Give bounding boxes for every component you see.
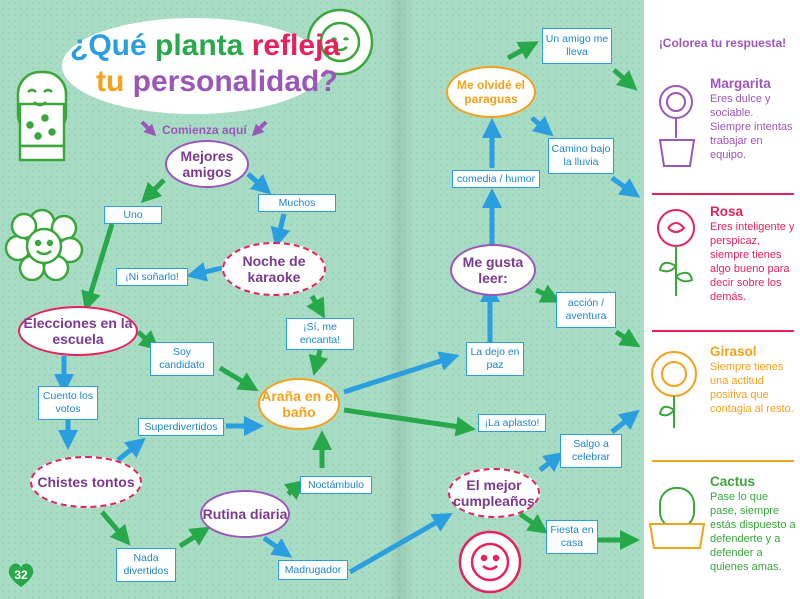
label-la-dejo[interactable]: La dejo en paz (466, 342, 524, 376)
label-salgo-celebrar[interactable]: Salgo a celebrar (560, 434, 622, 468)
daisy-pot-icon (658, 85, 696, 167)
title-bubble (62, 18, 326, 114)
label-nada-divertidos[interactable]: Nada divertidos (116, 548, 176, 582)
daisy-icon (4, 208, 84, 282)
sunflower-small-icon (651, 351, 697, 428)
plant-name-girasol: Girasol (710, 344, 757, 359)
divider (652, 460, 794, 462)
sidebar-title: ¡Colorea tu respuesta! (658, 36, 787, 50)
cactus-icon (16, 70, 68, 162)
node-chistes[interactable]: Chistes tontos (30, 456, 142, 508)
label-comedia[interactable]: comedia / humor (452, 170, 540, 188)
plant-desc-cactus: Pase lo que pase, siempre estás dispuest… (710, 491, 796, 573)
label-noctambulo[interactable]: Noctámbulo (300, 476, 372, 494)
start-arrow-right (251, 120, 268, 137)
plant-desc-girasol: Siempre tienes una actitud positiva que … (710, 361, 794, 415)
node-me-gusta-leer[interactable]: Me gusta leer: (450, 244, 536, 296)
label-ni-sonarlo[interactable]: ¡Ni soñarlo! (116, 268, 188, 286)
plant-desc-margarita: Eres dulce y sociable. Siempre intentas … (710, 93, 793, 161)
node-noche-karaoke[interactable]: Noche de karaoke (222, 242, 326, 296)
node-rutina[interactable]: Rutina diaria (200, 490, 290, 538)
node-mejores-amigos[interactable]: Mejores amigos (165, 140, 249, 188)
divider (652, 193, 794, 195)
start-label: Comienza aquí (162, 123, 247, 137)
label-amigo-lleva[interactable]: Un amigo me lleva (542, 28, 612, 64)
label-la-aplasto[interactable]: ¡La aplasto! (478, 414, 546, 432)
book-spine (388, 0, 412, 599)
plant-desc-rosa: Eres inteligente y perspicaz, siempre ti… (710, 221, 795, 303)
label-madrugador[interactable]: Madrugador (278, 560, 348, 580)
label-fiesta-casa[interactable]: Fiesta en casa (546, 520, 598, 554)
node-paraguas[interactable]: Me olvidé el paraguas (446, 66, 536, 118)
label-soy-candidato[interactable]: Soy candidato (150, 342, 214, 376)
plant-name-rosa: Rosa (710, 204, 744, 219)
divider (652, 330, 794, 332)
page-title-line1: ¿Qué planta refleja (70, 29, 341, 62)
page-title-line2: tu personalidad? (96, 65, 338, 98)
plant-name-margarita: Margarita (710, 76, 771, 91)
node-cumpleanos[interactable]: El mejor cumpleaños (448, 468, 540, 518)
label-accion[interactable]: acción / aventura (556, 292, 616, 328)
label-uno[interactable]: Uno (104, 206, 162, 224)
rose-icon (657, 209, 695, 296)
cactus-pot-icon (648, 487, 706, 549)
node-arana[interactable]: Araña en el baño (258, 378, 340, 430)
page-number: 32 (14, 568, 28, 582)
start-arrow-left (140, 120, 157, 137)
plant-name-cactus: Cactus (710, 474, 756, 489)
label-si-encanta[interactable]: ¡Sí, me encanta! (286, 318, 354, 350)
label-superdivertidos[interactable]: Superdivertidos (138, 418, 224, 436)
label-camino-lluvia[interactable]: Camino bajo la lluvia (548, 138, 614, 174)
heart-icon (8, 563, 34, 587)
node-elecciones[interactable]: Elecciones en la escuela (18, 306, 138, 356)
label-muchos[interactable]: Muchos (258, 194, 336, 212)
red-flower-icon (458, 530, 522, 594)
label-cuento-votos[interactable]: Cuento los votos (38, 386, 98, 420)
